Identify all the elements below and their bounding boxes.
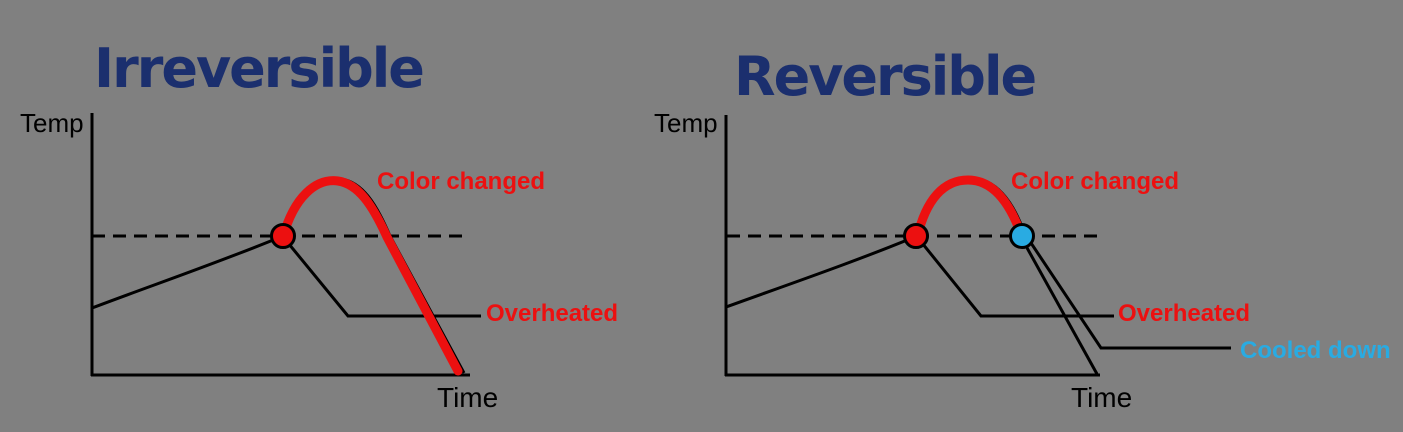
reversible-overheated-label: Overheated: [1118, 300, 1251, 327]
irreversible-red-dot: [270, 223, 296, 249]
irreversible-color-changed-curve: [278, 176, 463, 376]
irreversible-y-axis-label: Temp: [20, 108, 84, 138]
reversible-heating-curve: [725, 234, 918, 309]
panel-title-reversible: Reversible: [734, 45, 1037, 108]
reversible-blue-dot: [1009, 223, 1035, 249]
reversible-cooled-down-label: Cooled down: [1240, 337, 1391, 364]
reversible-y-axis-label: Temp: [654, 108, 718, 138]
reversible-cooling-line-to-axis: [1024, 245, 1099, 375]
irreversible-heating-curve: [91, 234, 284, 310]
irreversible-x-axis-label: Time: [437, 382, 499, 413]
reversible-color-changed-curve: [912, 175, 1026, 243]
irreversible-overheated-line: [282, 237, 481, 318]
irreversible-plot: [90, 113, 481, 377]
irreversible-overheated-label: Overheated: [486, 300, 619, 327]
irreversible-color-changed-label: Color changed: [377, 168, 546, 195]
reversible-cooled-down-line: [1029, 242, 1231, 350]
panel-title-irreversible: Irreversible: [94, 37, 425, 100]
reversible-overheated-line: [916, 237, 1114, 318]
reversible-x-axis-label: Time: [1071, 382, 1133, 413]
reversible-red-dot: [903, 223, 929, 249]
reversible-color-changed-label: Color changed: [1011, 168, 1180, 195]
reversible-plot: [724, 115, 1231, 377]
